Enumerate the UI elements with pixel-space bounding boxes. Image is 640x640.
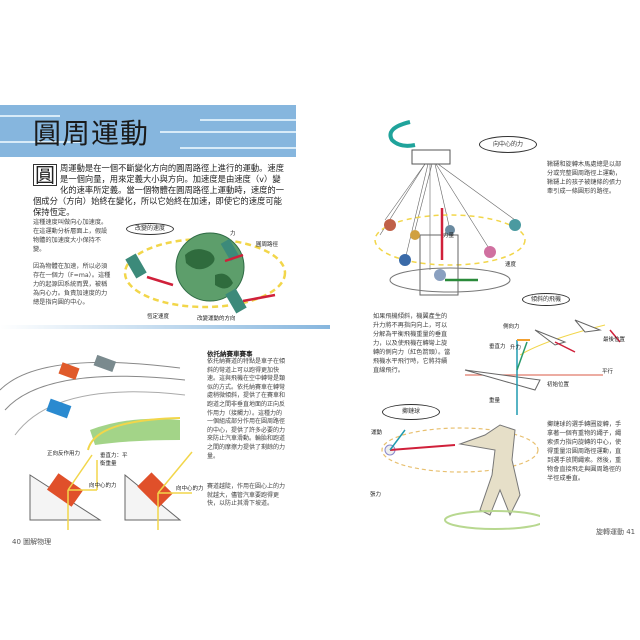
race-track-illustration — [0, 354, 193, 530]
banked-plane-illustration — [464, 319, 621, 415]
intro-paragraph: 圓 周運動是在一個不斷變化方向的圓周路徑上進行的運動。速度是一個向量，用來定義大… — [33, 163, 288, 218]
hammer-path — [381, 427, 539, 473]
label-velocity: 速度 — [505, 262, 517, 268]
label-center-force-1: 向中心的力 — [89, 483, 117, 489]
label-tension: 張力 — [370, 492, 382, 498]
infield-grass — [90, 418, 180, 445]
car-on-slope-1 — [46, 473, 84, 507]
title-band: 圓周運動 — [0, 105, 296, 157]
tension-arrow — [389, 444, 456, 451]
swing-carousel-illustration — [374, 120, 526, 296]
label-vertical-plane: 垂直力 — [489, 344, 506, 350]
car-grey — [93, 354, 117, 373]
plane-initial — [464, 369, 541, 391]
force-arrow — [146, 275, 174, 287]
label-lift: 升力 — [510, 345, 522, 351]
rotation-arrow — [388, 120, 416, 148]
hammer-text: 擲鏈球的選手轉圈旋轉，手拿著一個有重物的繩子，繩索張力指向旋轉的中心，使得重量沿… — [547, 421, 622, 482]
race-heading: 依托納賽車賽事 — [207, 350, 253, 358]
car-blue — [46, 398, 72, 419]
label-final-position: 最後位置 — [603, 337, 626, 343]
page-title: 圓周運動 — [33, 117, 150, 150]
swing-path — [374, 214, 526, 266]
label-initial-position: 初始位置 — [547, 382, 570, 388]
section-divider — [0, 325, 330, 329]
label-constant-speed: 恆定速度 — [147, 314, 170, 320]
label-center-force-2: 向中心的力 — [176, 486, 204, 492]
satellite-left — [125, 253, 147, 279]
label-reaction-force: 正向反作用力 — [47, 451, 81, 457]
plane-text: 如果飛機傾斜，機翼產生的升力將不再指向向上，可以分解為平衡飛機重量的垂直力，以及… — [373, 313, 451, 374]
car-on-slope-2 — [137, 472, 173, 508]
side-text-1: 這種速度叫做向心加速度。在這運動分析層面上，假設物體的加速度大小保持不變。 — [33, 219, 108, 253]
label-plane-oval: 傾斜的飛機 — [522, 293, 570, 306]
satellite-right — [220, 238, 240, 262]
label-centripetal-oval: 向中心的力 — [479, 136, 537, 153]
car-orange — [58, 362, 80, 380]
left-page-footer: 40 圖解物理 — [12, 538, 52, 546]
intro-text: 周運動是在一個不斷變化方向的圓周路徑上進行的運動。速度是一個向量，用來定義大小與… — [33, 163, 285, 217]
motion-arrow — [389, 429, 406, 451]
plane-final — [574, 319, 602, 333]
label-level: 平行 — [602, 369, 614, 375]
hammer-throw-illustration — [381, 424, 540, 530]
label-circular-path: 圓周路徑 — [256, 242, 279, 248]
label-vertical-force: 垂直力：平衡重量 — [100, 453, 128, 467]
race-body: 依托納賽道的特點是車子在傾斜的彎道上可以跑得更加快速。這與飛機在空中轉彎是類似的… — [207, 358, 286, 460]
satellite-orbit-illustration — [123, 232, 287, 314]
label-changing-direction: 改變運動的方向 — [197, 316, 236, 322]
label-force: 力 — [230, 231, 236, 237]
carousel-top — [411, 149, 451, 165]
satellite-bottom — [225, 288, 247, 314]
athlete — [458, 424, 521, 517]
circular-path-ellipse — [123, 237, 287, 309]
label-motion: 運動 — [371, 430, 383, 436]
label-force-carousel: 力量 — [443, 233, 455, 239]
right-page-footer: 旋轉運動 41 — [596, 528, 636, 536]
dropcap: 圓 — [33, 163, 57, 187]
race-body-2: 賽道越陡，作用在圓心上的力就越大，儘管汽車要跑得更快，以防止其滑下坡道。 — [207, 483, 286, 508]
label-changing-velocity: 改變的速度 — [126, 223, 174, 235]
label-side-force: 側向力 — [503, 324, 520, 330]
lift-arrow — [516, 341, 528, 371]
track-banking — [0, 361, 181, 391]
label-weight: 重量 — [489, 398, 501, 404]
side-text-2: 因為物體在加速，所以必須存在一個力（F=ma）。這種力的起源因系統而異，被稱為向… — [33, 263, 111, 306]
carousel-text: 鞦韆和旋轉木馬處總是以部分或完整圓周路徑上運動，鞦韆上的孩子被鏈條的張力牽引成一… — [547, 161, 622, 195]
label-hammer-oval: 擲鏈球 — [382, 404, 440, 420]
